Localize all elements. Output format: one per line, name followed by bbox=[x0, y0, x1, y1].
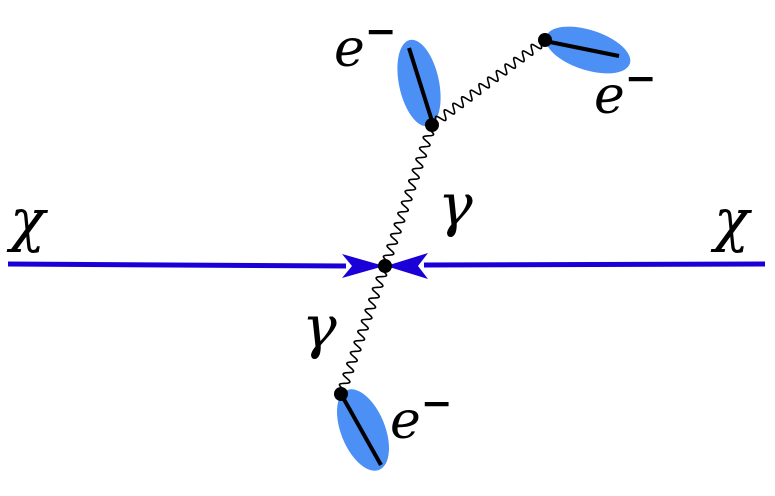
photon-top-line bbox=[431, 37, 546, 128]
label-chi-right: χ bbox=[710, 186, 752, 254]
photon-upper-line bbox=[382, 124, 435, 267]
label-gamma-lower: γ bbox=[302, 293, 337, 361]
vertex-upper bbox=[425, 118, 439, 132]
vertex-center bbox=[378, 259, 392, 273]
electron-bottom-base: e bbox=[390, 391, 421, 451]
electron-track-bottom bbox=[339, 393, 383, 466]
vertex-top-right bbox=[538, 33, 552, 47]
chi-right-arrowhead bbox=[386, 253, 428, 279]
vertex-bottom bbox=[334, 387, 348, 401]
chi-left-arrowhead bbox=[342, 254, 384, 278]
electron-top-left-charge: − bbox=[365, 8, 397, 53]
chi-right-line bbox=[386, 253, 766, 279]
label-chi-left: χ bbox=[6, 186, 48, 254]
chi-left-shaft bbox=[7, 261, 347, 269]
label-gamma-upper: γ bbox=[438, 171, 473, 239]
label-electron-top-left: e− bbox=[334, 8, 397, 79]
label-electron-top-right: e− bbox=[594, 55, 657, 126]
electron-track-top-right bbox=[544, 39, 620, 58]
electron-track-top-left bbox=[407, 47, 434, 122]
label-electron-bottom: e− bbox=[390, 380, 453, 451]
chi-right-shaft bbox=[423, 261, 766, 268]
electron-top-right-charge: − bbox=[625, 55, 657, 100]
electron-top-right-base: e bbox=[594, 66, 625, 126]
chi-left-line bbox=[7, 254, 384, 278]
electron-bottom-charge: − bbox=[421, 380, 453, 425]
photon-lower-line bbox=[338, 265, 388, 395]
electron-top-left-base: e bbox=[334, 19, 365, 79]
